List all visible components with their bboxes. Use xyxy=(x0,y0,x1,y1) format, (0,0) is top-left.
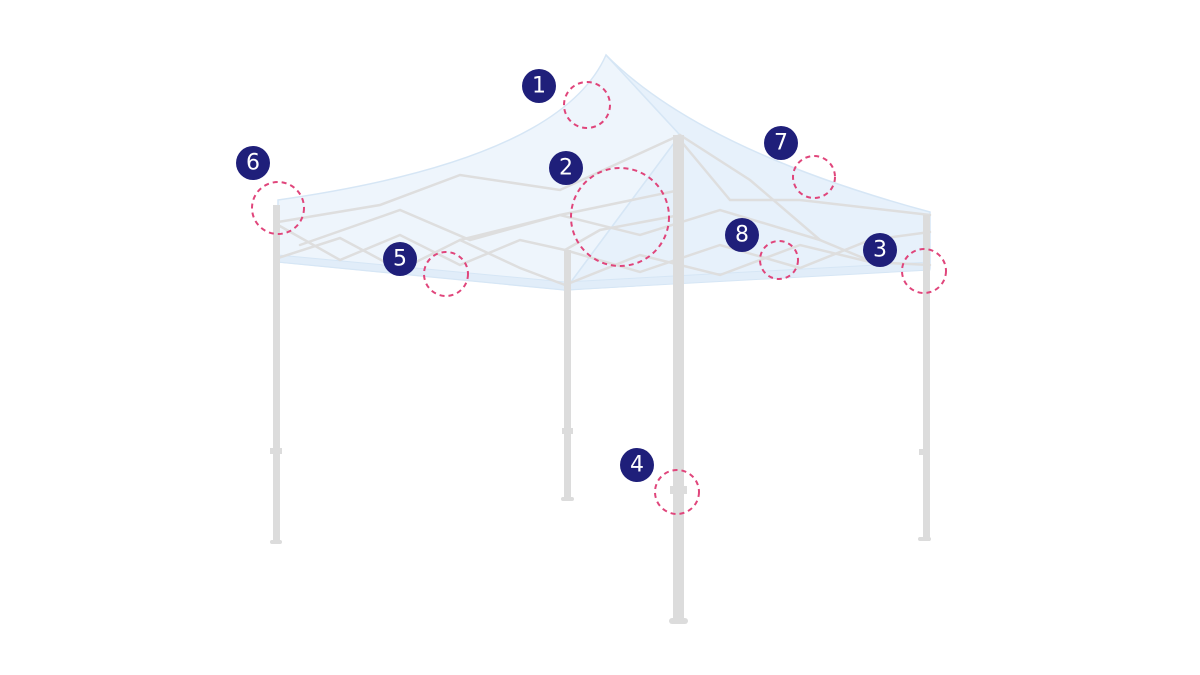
marker-badge-7: 7 xyxy=(764,126,798,160)
leg-center xyxy=(564,250,571,500)
highlight-ring-7 xyxy=(792,155,836,199)
marker-badges: 1 2 3 4 5 6 7 8 xyxy=(236,69,897,482)
marker-badge-4-number: 4 xyxy=(630,453,644,478)
canopy-roof-front-right xyxy=(563,54,931,291)
marker-badge-5-number: 5 xyxy=(393,247,407,272)
marker-badge-5: 5 xyxy=(383,242,417,276)
tent-legs xyxy=(270,135,931,624)
marker-badge-4: 4 xyxy=(620,448,654,482)
highlight-ring-3 xyxy=(901,248,947,294)
highlight-ring-1 xyxy=(563,81,611,129)
highlight-ring-6 xyxy=(251,181,305,235)
marker-badge-8-number: 8 xyxy=(735,223,749,248)
highlight-ring-4 xyxy=(654,469,700,515)
highlight-ring-5 xyxy=(423,251,469,297)
leg-front-left-clip xyxy=(270,448,282,454)
canopy-roof-front-left xyxy=(277,53,681,291)
leg-front-right xyxy=(923,215,930,541)
highlight-ring-8 xyxy=(759,240,799,280)
marker-badge-3: 3 xyxy=(863,233,897,267)
marker-badge-6: 6 xyxy=(236,146,270,180)
marker-badge-7-number: 7 xyxy=(774,131,788,156)
leg-front-left-foot xyxy=(270,540,282,544)
leg-front-center xyxy=(673,135,684,622)
canopy-roof xyxy=(277,53,931,291)
marker-badge-3-number: 3 xyxy=(873,238,887,263)
highlight-rings xyxy=(251,81,947,515)
marker-badge-2: 2 xyxy=(549,151,583,185)
marker-badge-2-number: 2 xyxy=(559,156,573,181)
leg-front-center-clip xyxy=(670,486,687,494)
leg-center-clip xyxy=(562,428,573,434)
leg-front-right-clip xyxy=(919,449,930,455)
marker-badge-1: 1 xyxy=(522,69,556,103)
leg-front-right-foot xyxy=(918,537,931,541)
marker-badge-8: 8 xyxy=(725,218,759,252)
leg-front-center-foot xyxy=(669,618,688,624)
leg-center-foot xyxy=(561,497,574,501)
highlight-ring-2 xyxy=(570,167,670,267)
marker-badge-1-number: 1 xyxy=(532,74,546,99)
leg-front-left xyxy=(273,205,280,543)
marker-badge-6-number: 6 xyxy=(246,151,260,176)
